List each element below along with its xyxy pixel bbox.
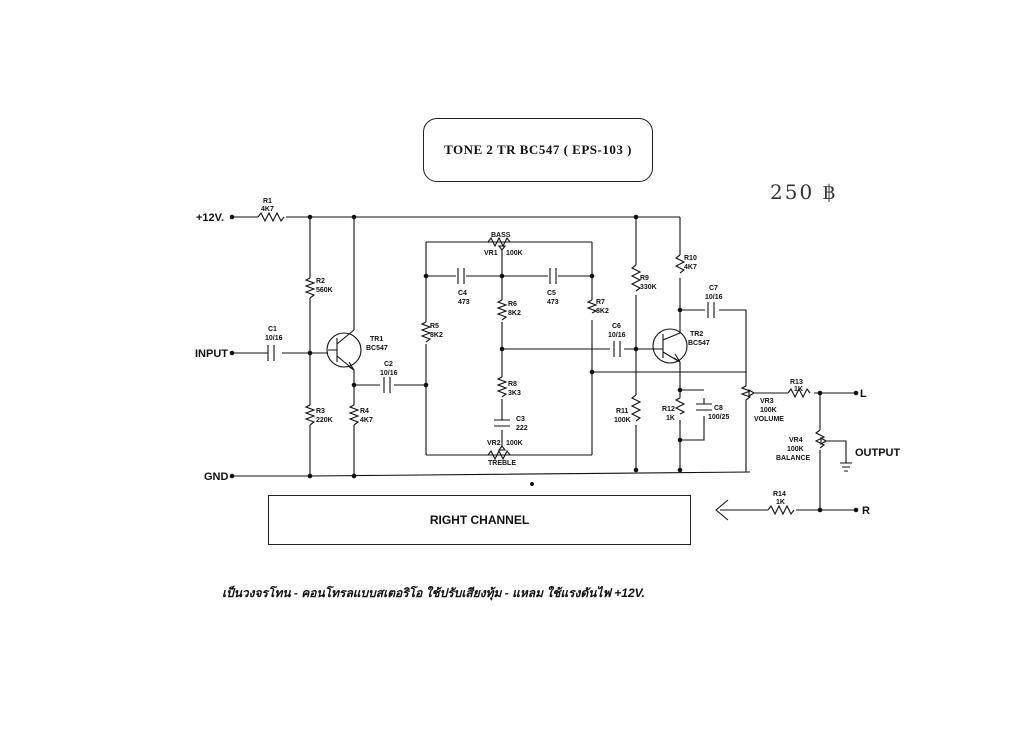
output-label: OUTPUT — [855, 447, 901, 459]
c6-ref: C6 — [612, 323, 621, 330]
vr1-function: BASS — [491, 232, 511, 239]
gnd-label: GND — [204, 471, 229, 483]
r5-ref: R5 — [430, 323, 439, 330]
right-channel-label: RIGHT CHANNEL — [429, 513, 530, 527]
r4-value: 4K7 — [360, 417, 373, 424]
c7-value: 10/16 — [705, 294, 723, 301]
tr1-ref: TR1 — [370, 336, 383, 343]
r8-ref: R8 — [508, 381, 517, 388]
c8-value: 100/25 — [708, 414, 730, 421]
tr1-value: BC547 — [366, 345, 388, 352]
vr4-value: 100K — [787, 446, 804, 453]
r5-value: 8K2 — [430, 332, 443, 339]
vr3-ref: VR3 — [760, 398, 774, 405]
r7-value: 8K2 — [596, 308, 609, 315]
input-label: INPUT — [195, 348, 228, 360]
r12-value: 1K — [666, 415, 675, 422]
c1-value: 10/16 — [265, 335, 283, 342]
r7-ref: R7 — [596, 299, 605, 306]
vr4-function: BALANCE — [776, 455, 811, 462]
r10-ref: R10 — [684, 255, 697, 262]
c5-ref: C5 — [547, 290, 556, 297]
r6-ref: R6 — [508, 301, 517, 308]
r1-ref: R1 — [263, 198, 272, 205]
r12-ref: R12 — [662, 406, 675, 413]
thai-caption: เป็นวงจรโทน - คอนโทรลแบบสเตอริโอ ใช้ปรับ… — [222, 586, 645, 600]
wires — [232, 211, 856, 521]
r6-value: 8K2 — [508, 310, 521, 317]
vr4-ref: VR4 — [789, 437, 803, 444]
r2-ref: R2 — [316, 278, 325, 285]
tr2-ref: TR2 — [690, 331, 703, 338]
c4-value: 473 — [458, 299, 470, 306]
r11-value: 100K — [614, 417, 631, 424]
left-output-label: L — [860, 388, 867, 400]
r3-value: 220K — [316, 417, 333, 424]
component-labels: R1 4K7 R2 560K R3 220K R4 4K7 R5 8K2 R6 … — [261, 198, 811, 506]
r4-ref: R4 — [360, 408, 369, 415]
tr2-value: BC547 — [688, 340, 710, 347]
c1-ref: C1 — [268, 326, 277, 333]
r3-ref: R3 — [316, 408, 325, 415]
c3-ref: C3 — [516, 416, 525, 423]
c4-ref: C4 — [458, 290, 467, 297]
c3-value: 222 — [516, 425, 528, 432]
right-channel-box: RIGHT CHANNEL — [268, 495, 691, 545]
c2-value: 10/16 — [380, 370, 398, 377]
terminal-labels: +12V. INPUT GND L R OUTPUT — [195, 212, 901, 517]
vr2-value: 100K — [506, 440, 523, 447]
r14-value: 1K — [776, 499, 785, 506]
right-output-label: R — [862, 505, 870, 517]
vr2-ref: VR2 — [487, 440, 501, 447]
r11-ref: R11 — [616, 408, 629, 415]
r1-value: 4K7 — [261, 206, 274, 213]
r14-ref: R14 — [773, 491, 786, 498]
vcc-label: +12V. — [196, 212, 224, 224]
r13-value: 1K — [794, 386, 803, 393]
c7-ref: C7 — [709, 285, 718, 292]
r13-ref: R13 — [790, 379, 803, 386]
c5-value: 473 — [547, 299, 559, 306]
junction-dots — [229, 214, 859, 513]
r2-value: 560K — [316, 287, 333, 294]
r10-value: 4K7 — [684, 264, 697, 271]
title-text: TONE 2 TR BC547 ( EPS-103 ) — [444, 142, 632, 157]
vr1-ref: VR1 — [484, 250, 498, 257]
r9-value: 330K — [640, 284, 657, 291]
r8-value: 3K3 — [508, 390, 521, 397]
handwritten-price: 250 ฿ — [770, 180, 838, 204]
c8-ref: C8 — [714, 405, 723, 412]
vr2-function: TREBLE — [488, 460, 516, 467]
c6-value: 10/16 — [608, 332, 626, 339]
c2-ref: C2 — [384, 361, 393, 368]
vr3-function: VOLUME — [754, 416, 784, 423]
r9-ref: R9 — [640, 275, 649, 282]
vr1-value: 100K — [506, 250, 523, 257]
vr3-value: 100K — [760, 407, 777, 414]
schematic-title: TONE 2 TR BC547 ( EPS-103 ) — [423, 118, 653, 182]
